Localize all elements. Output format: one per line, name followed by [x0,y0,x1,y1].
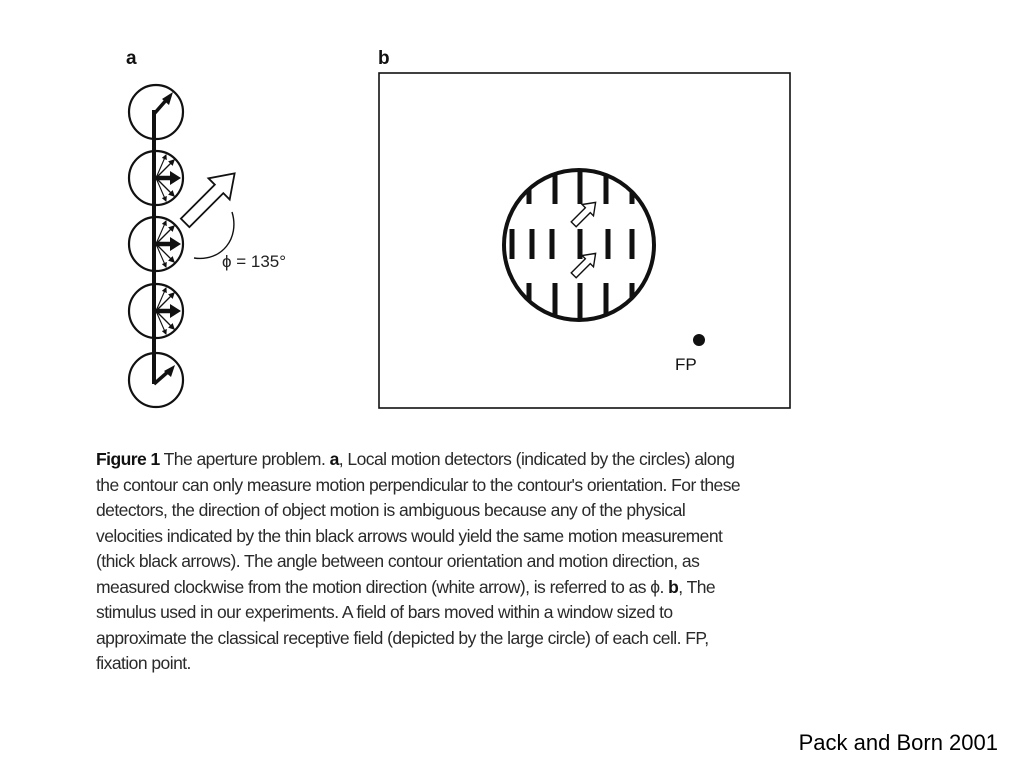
caption-text: , Local motion detectors (indicated by t… [338,449,735,469]
rf-motion-arrow-lower [570,252,597,279]
panel-a-letter: a [126,48,137,69]
panel-b [378,72,791,409]
panel-a [127,83,236,409]
end-arrow-top-head [162,92,173,105]
caption-panel-ref: b [668,576,679,597]
caption-line: velocities indicated by the thin black a… [96,525,723,546]
caption-line: approximate the classical receptive fiel… [96,627,709,648]
phi-angle-label: ϕ = 135° [222,252,287,271]
detector-arrows-4 [154,286,181,336]
receptive-field-circle [502,168,656,322]
phi-angle-arc [193,211,235,260]
rf-motion-arrow-upper [570,201,597,228]
caption-line: stimulus used in our experiments. A fiel… [96,602,673,622]
bar-field [509,170,635,320]
citation-credit: Pack and Born 2001 [798,730,998,755]
caption-line: Figure 1 The aperture problem. a, Local … [96,447,826,473]
figure-illustration [127,72,791,409]
detector-arrows-2 [154,153,181,203]
caption-line: measured clockwise from the motion direc… [96,575,826,601]
caption-line: the contour can only measure motion perp… [96,474,741,495]
caption-line: detectors, the direction of object motio… [96,500,686,520]
caption-line: fixation point. [96,653,191,673]
caption-text: , The [678,576,716,597]
fixation-point [693,334,705,346]
caption-panel-ref: a [329,449,340,469]
caption-text: measured clockwise from the motion direc… [96,576,669,597]
figure-caption: Figure 1 The aperture problem. a, Local … [96,447,826,677]
caption-line: (thick black arrows). The angle between … [96,551,700,571]
detector-arrows-3 [154,219,181,269]
stimulus-display-frame [378,72,791,409]
caption-text: The aperture problem. [159,449,330,469]
caption-figure-label: Figure 1 [96,449,160,469]
white-motion-arrow [179,172,236,229]
fixation-point-label: FP [675,355,697,374]
end-arrow-bottom-head [164,365,175,377]
panel-b-letter: b [378,48,390,69]
